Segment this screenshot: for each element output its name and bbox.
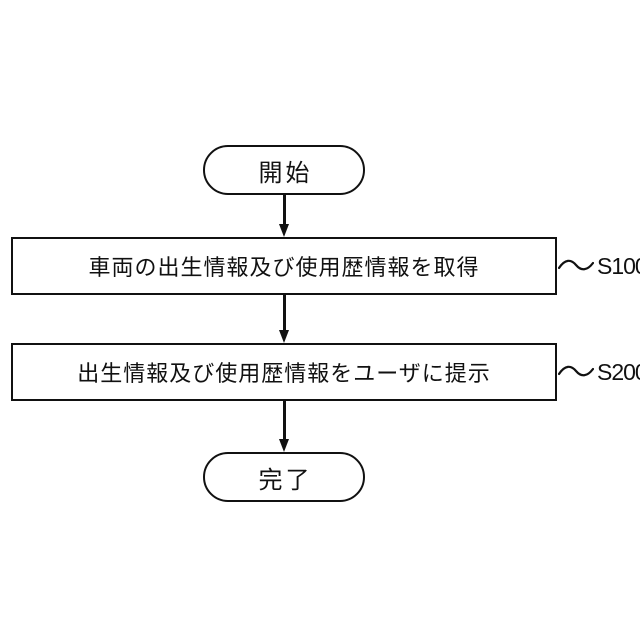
process-text-s200: 出生情報及び使用歴情報をユーザに提示 (77, 356, 491, 388)
process-text-s100: 車両の出生情報及び使用歴情報を取得 (88, 250, 479, 282)
process-box-s200: 出生情報及び使用歴情報をユーザに提示 (11, 343, 557, 401)
connector-line-s100-to-s200 (283, 295, 286, 331)
connector-line-start-to-s100 (283, 195, 286, 225)
tilde-path (559, 261, 593, 269)
tilde-connector-icon (558, 257, 594, 275)
start-terminal-node: 開始 (203, 145, 365, 195)
arrowhead-down-icon (279, 439, 289, 452)
step-tag-s100: S100 (597, 251, 640, 281)
arrowhead-down-icon (279, 224, 289, 237)
connector-line-s200-to-end (283, 401, 286, 440)
tilde-path (559, 367, 593, 375)
end-terminal-node: 完了 (203, 452, 365, 502)
tilde-connector-icon (558, 363, 594, 381)
arrowhead-down-icon (279, 330, 289, 343)
end-label: 完了 (256, 460, 313, 495)
step-tag-s200: S200 (597, 357, 640, 387)
start-label: 開始 (256, 153, 313, 188)
process-box-s100: 車両の出生情報及び使用歴情報を取得 (11, 237, 557, 295)
